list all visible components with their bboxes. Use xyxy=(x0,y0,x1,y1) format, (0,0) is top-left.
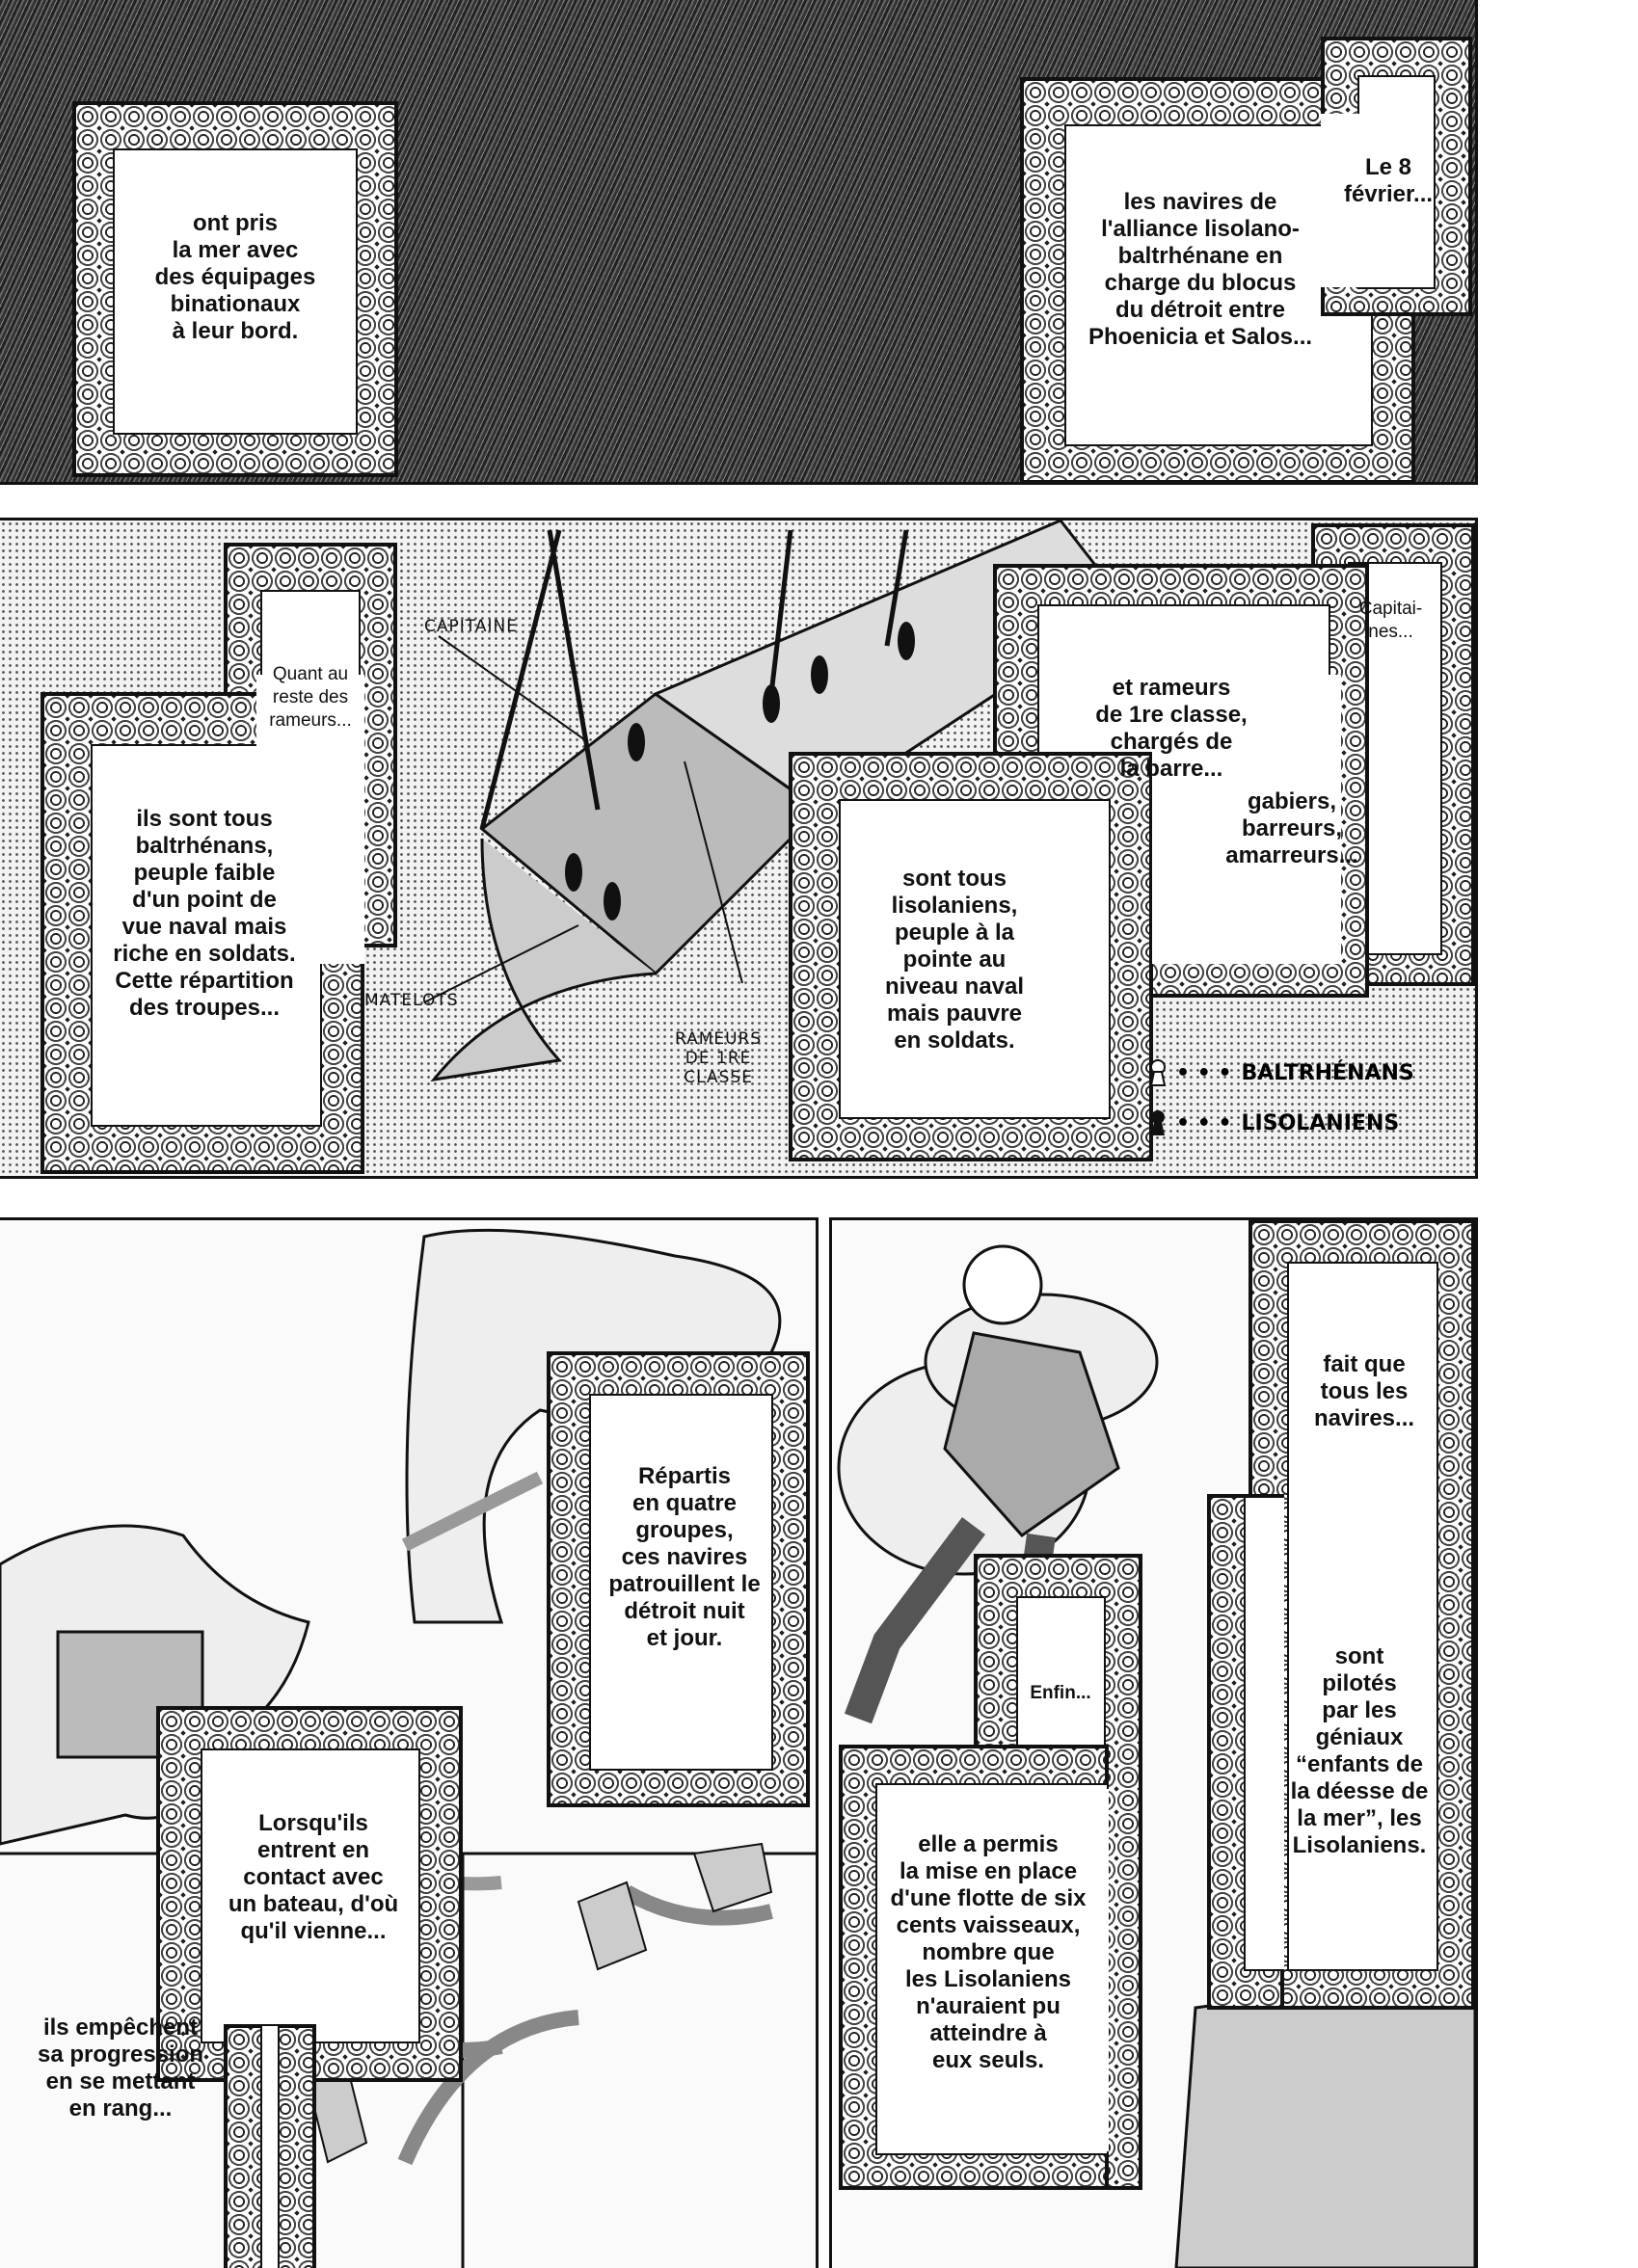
character-illustration xyxy=(837,1244,1475,2268)
caption-text: ils sont tous baltrhénans, peuple faible… xyxy=(113,806,296,1021)
legend-label: LISOLANIENS xyxy=(1241,1110,1400,1135)
label-captain: CAPITAINE xyxy=(424,617,518,636)
caption-text: Répartis en quatre groupes, ces navires … xyxy=(608,1463,761,1651)
caption-text: Capitai- nes... xyxy=(1358,599,1423,642)
caption-box-ornate xyxy=(1207,1494,1284,2010)
caption-box-ornate xyxy=(72,101,398,477)
legend-lisolaniens: • • • LISOLANIENS xyxy=(1149,1108,1399,1137)
caption-text: ont pris la mer avec des équipages binat… xyxy=(154,210,316,344)
narration-text: ils empêchent sa progression en se metta… xyxy=(37,2015,204,2121)
legend-dots: • • • xyxy=(1176,1110,1232,1135)
caption-text: Enfin... xyxy=(1030,1683,1091,1703)
label-sailors: MATELOTS xyxy=(364,991,459,1010)
caption-text: les navires de l'alliance lisolano- balt… xyxy=(1088,189,1313,350)
caption-text: sont pilotés par les géniaux “enfants de… xyxy=(1290,1643,1429,1858)
caption-date: Le 8 février... xyxy=(1343,154,1434,207)
caption-text: Quant au reste des rameurs... xyxy=(269,664,352,731)
caption-text: Lorsqu'ils entrent en contact avec un ba… xyxy=(228,1810,399,1944)
legend-label: BALTRHÉNANS xyxy=(1241,1060,1414,1085)
caption-text: elle a permis la mise en place d'une flo… xyxy=(890,1831,1087,2073)
label-rowers: RAMEURS DE 1RE CLASSE xyxy=(675,1029,763,1087)
caption-box-ornate xyxy=(156,1706,463,2082)
caption-box-ornate xyxy=(789,752,1153,1161)
caption-box-ornate xyxy=(224,2024,316,2268)
caption-box-ornate xyxy=(547,1351,810,1807)
caption-text: fait que tous les navires... xyxy=(1313,1351,1415,1431)
legend-dots: • • • xyxy=(1176,1060,1232,1085)
caption-text: gabiers, barreurs, amarreurs... xyxy=(1225,788,1358,868)
legend-baltrhenans: • • • BALTRHÉNANS xyxy=(1149,1058,1414,1087)
caption-text: et rameurs de 1re classe, chargés de la … xyxy=(1095,675,1248,782)
keyhole-outline-icon xyxy=(1149,1059,1167,1086)
caption-text: sont tous lisolaniens, peuple à la point… xyxy=(884,866,1025,1054)
keyhole-filled-icon xyxy=(1151,1110,1165,1135)
